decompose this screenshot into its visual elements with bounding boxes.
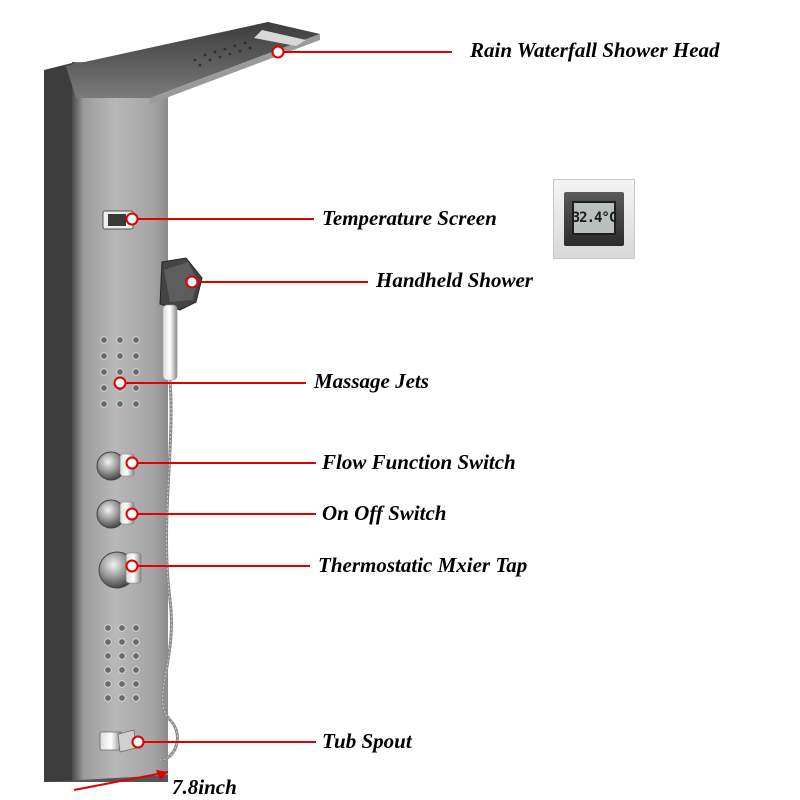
temperature-readout: 32.4°C [571,210,618,226]
callout-rain-head [271,45,452,59]
panel-body [44,62,168,782]
callout-thermostatic-tap [125,559,310,573]
rain-shower-head [66,22,320,104]
lcd-display: 32.4°C [571,201,618,235]
label-thermostatic-tap: Thermostatic Mxier Tap [318,553,528,577]
massage-jets-upper [100,336,140,408]
label-massage-jets: Massage Jets [314,369,429,393]
callout-massage-jets [113,376,306,390]
tub-spout [99,729,137,753]
label-tub-spout: Tub Spout [322,729,412,753]
label-flow-switch: Flow Function Switch [322,450,516,474]
label-on-off-switch: On Off Switch [322,501,447,525]
callout-temperature-screen [125,212,314,226]
callout-on-off-switch [125,507,316,521]
callout-flow-switch [125,456,316,470]
lcd-bezel: 32.4°C [564,192,624,246]
callout-handheld-shower [185,275,368,289]
massage-jets-lower [104,624,140,702]
label-temperature-screen: Temperature Screen [322,206,497,230]
label-dimension: 7.8inch [172,775,237,799]
label-handheld-shower: Handheld Shower [376,268,533,292]
width-dimension-arrow [73,770,169,791]
callout-tub-spout [131,735,316,749]
handheld-shower [159,257,203,762]
temperature-screen-inset: 32.4°C [553,179,635,259]
label-rain-head: Rain Waterfall Shower Head [470,38,720,62]
